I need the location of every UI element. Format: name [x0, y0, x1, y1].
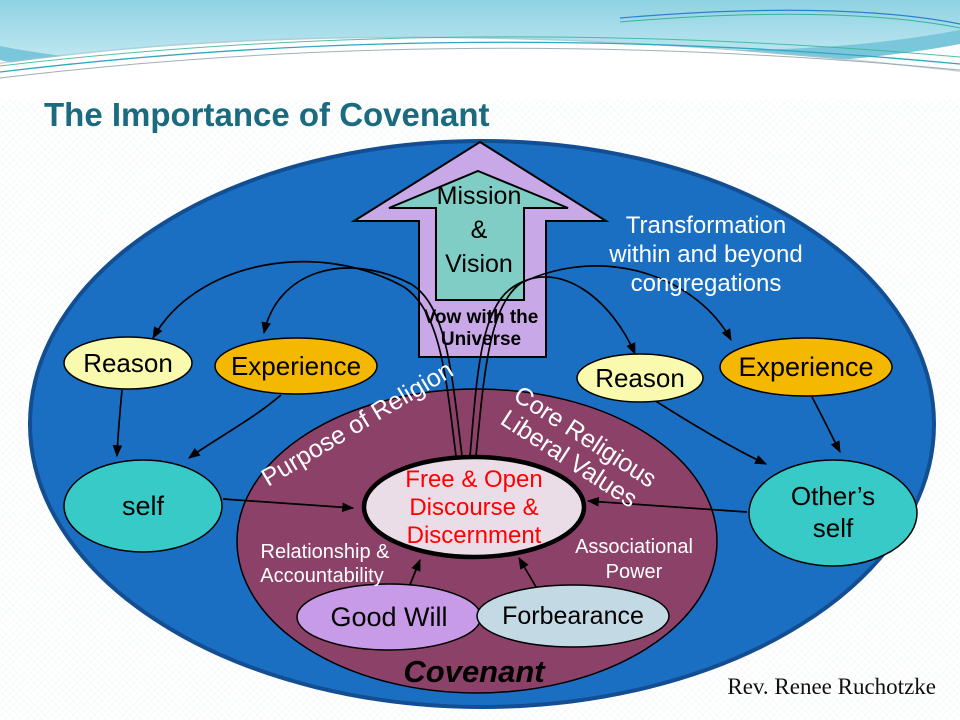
banner-corner-green-line [619, 13, 960, 29]
transformation-line3: congregations [631, 270, 782, 297]
connector-right-reason-to-others-self [653, 399, 768, 465]
others-self-label-line2: self [813, 513, 854, 543]
reason-left-ellipse [63, 336, 193, 390]
connector-center-to-left-experience [261, 267, 463, 457]
transformation-line1: Transformation [626, 212, 787, 239]
mission-label-line2: & [471, 216, 488, 244]
banner-corner-blue-line [619, 9, 960, 25]
connector-lines [112, 260, 841, 593]
others-self-label-line1: Other’s [791, 481, 875, 511]
others-self-ellipse [748, 459, 918, 567]
connector-self-to-center [222, 498, 355, 513]
connector-center-to-left-reason [152, 260, 457, 457]
relationship-label-line1: Relationship & [261, 541, 391, 563]
transformation-line2: within and beyond [608, 241, 802, 268]
experience-right-ellipse [719, 337, 893, 397]
forbearance-ellipse [476, 584, 670, 648]
good-will-label: Good Will [330, 602, 447, 632]
connector-center-to-right-reason [469, 276, 636, 457]
center-label-line3: Discernment [407, 522, 542, 549]
experience-left-ellipse [214, 337, 378, 395]
experience-left-label: Experience [231, 351, 361, 381]
credit-text: Rev. Renee Ruchotzke [727, 674, 936, 699]
connector-left-reason-to-self [112, 389, 123, 458]
relationship-label-line2: Accountability [260, 565, 383, 587]
covenant-label: Covenant [403, 654, 546, 689]
mission-label-line3: Vision [445, 250, 513, 278]
center-label-line1: Free & Open [405, 466, 542, 493]
connector-others-self-to-center [586, 496, 748, 513]
header-wave-banner [0, 0, 960, 100]
connector-forbearance-to-center [518, 556, 540, 593]
vow-label-line1: Vow with the [424, 307, 539, 328]
reason-right-label: Reason [595, 363, 685, 393]
experience-right-label: Experience [738, 352, 873, 382]
banner-accent-gray [0, 47, 960, 79]
center-label-line2: Discourse & [409, 494, 538, 521]
associational-label-line2: Power [606, 561, 663, 583]
slide-title: The Importance of Covenant [44, 96, 490, 133]
banner-accent-green [0, 36, 960, 67]
banner-accent-teal [0, 41, 960, 73]
free-open-discourse-ellipse [361, 454, 587, 560]
mission-arrow-inner [388, 169, 569, 301]
reason-right-ellipse [576, 353, 704, 403]
reason-left-label: Reason [83, 348, 173, 378]
forbearance-label: Forbearance [502, 602, 644, 630]
mission-label-line1: Mission [437, 182, 522, 210]
connector-left-experience-to-self [188, 394, 282, 459]
associational-label-line1: Associational [575, 536, 693, 558]
self-label: self [122, 491, 165, 521]
vow-label-line2: Universe [441, 329, 521, 350]
connector-right-experience-to-others-self [811, 396, 841, 454]
connector-center-to-right-experience [475, 265, 732, 457]
self-ellipse [63, 459, 223, 553]
